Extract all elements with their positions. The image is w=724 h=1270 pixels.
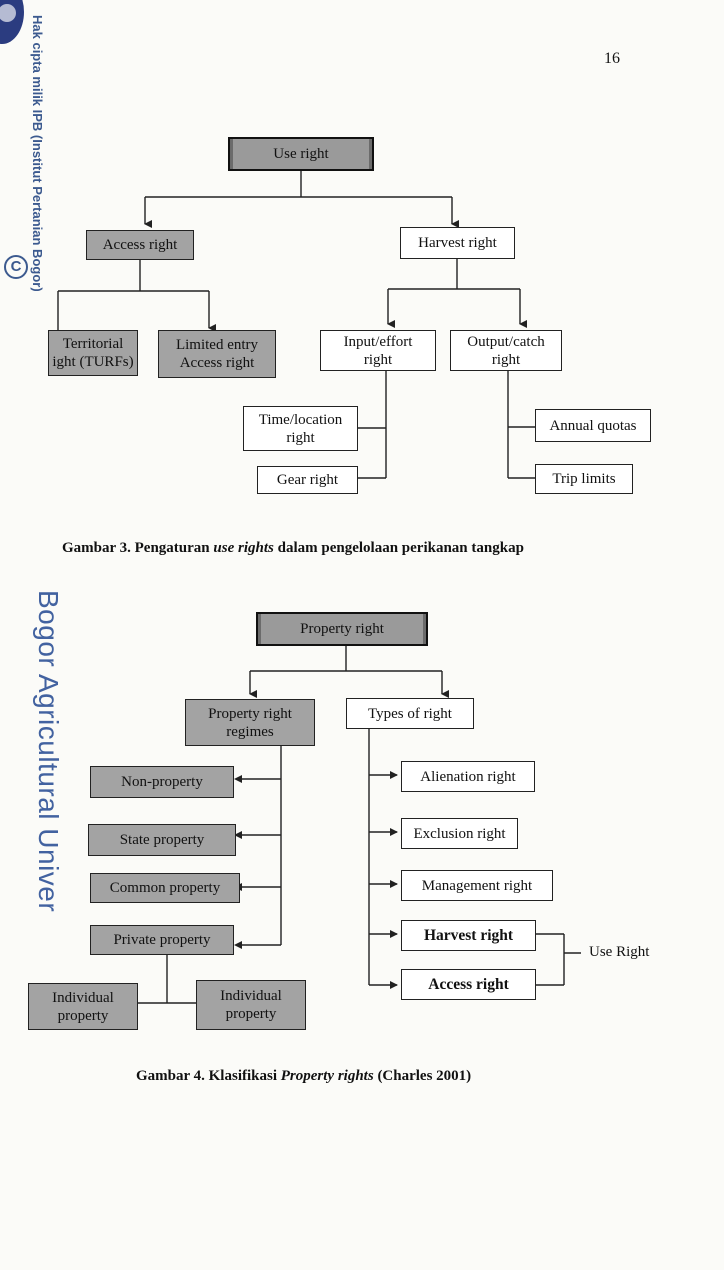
- time-location-label-line2: right: [286, 429, 315, 446]
- output-catch-label-line1: Output/catch: [467, 333, 545, 350]
- gear-right-node: Gear right: [257, 466, 358, 494]
- property-regimes-label-line2: regimes: [226, 723, 274, 740]
- individual-property-b-line2: property: [225, 1006, 277, 1022]
- diagram-connectors: [57, 170, 581, 1004]
- figure4-caption: Gambar 4. Klasifikasi Property rights (C…: [136, 1068, 471, 1085]
- harvest-right-label-fig4: Harvest right: [423, 926, 514, 944]
- alienation-right-node: Alienation right: [401, 761, 535, 792]
- territorial-right-node: Territorial ight (TURFs): [48, 330, 138, 376]
- figure3-caption-suffix: dalam pengelolaan perikanan tangkap: [277, 540, 524, 556]
- property-right-label: Property right: [261, 614, 423, 644]
- output-catch-node: Output/catch right: [450, 330, 562, 371]
- input-effort-label-line1: Input/effort: [343, 333, 413, 350]
- types-of-right-label: Types of right: [368, 705, 452, 722]
- gear-right-label: Gear right: [276, 472, 339, 488]
- limited-entry-label-line2: Access right: [179, 355, 255, 371]
- individual-property-node-b: Individual property: [196, 980, 306, 1030]
- harvest-right-label: Harvest right: [418, 235, 497, 251]
- trip-limits-label: Trip limits: [552, 471, 616, 487]
- output-catch-label-line2: right: [491, 351, 521, 368]
- figure4-caption-italic: Property rights: [280, 1068, 374, 1084]
- time-location-label-line1: Time/location: [258, 411, 343, 428]
- exclusion-right-label: Exclusion right: [413, 825, 506, 842]
- copyright-icon: C: [4, 255, 28, 279]
- territorial-label-line2: ight (TURFs): [52, 354, 134, 370]
- property-regimes-node: Property right regimes: [185, 699, 315, 746]
- common-property-node: Common property: [90, 873, 240, 903]
- access-right-label: Access right: [102, 237, 178, 253]
- non-property-node: Non-property: [90, 766, 234, 798]
- limited-entry-label-line1: Limited entry: [175, 337, 259, 353]
- management-right-label: Management right: [421, 877, 533, 894]
- figure4-caption-prefix: Gambar 4. Klasifikasi: [136, 1068, 277, 1084]
- use-right-bracket-label: Use Right: [589, 944, 650, 960]
- figure3-caption: Gambar 3. Pengaturan use rights dalam pe…: [62, 540, 524, 557]
- territorial-label-line1: Territorial: [62, 336, 124, 352]
- page-number: 16: [604, 50, 620, 67]
- use-right-node: Use right: [228, 137, 374, 171]
- harvest-right-node-fig4: Harvest right: [401, 920, 536, 951]
- figure4-caption-suffix: (Charles 2001): [377, 1068, 472, 1084]
- figure3-caption-italic: use rights: [213, 540, 274, 556]
- individual-property-node-a: Individual property: [28, 983, 138, 1030]
- individual-property-a-line1: Individual: [52, 989, 114, 1006]
- time-location-node: Time/location right: [243, 406, 358, 451]
- state-property-label: State property: [119, 832, 205, 848]
- trip-limits-node: Trip limits: [535, 464, 633, 494]
- access-right-label-fig4: Access right: [428, 975, 509, 993]
- types-of-right-node: Types of right: [346, 698, 474, 729]
- input-effort-label-line2: right: [363, 351, 393, 368]
- non-property-label: Non-property: [121, 774, 203, 790]
- exclusion-right-node: Exclusion right: [401, 818, 518, 849]
- state-property-node: State property: [88, 824, 236, 856]
- management-right-node: Management right: [401, 870, 553, 901]
- use-right-label: Use right: [233, 139, 369, 169]
- ipb-logo: [0, 0, 24, 44]
- access-right-node: Access right: [86, 230, 194, 260]
- individual-property-a-line2: property: [57, 1007, 109, 1024]
- annual-quotas-node: Annual quotas: [535, 409, 651, 442]
- property-right-node: Property right: [256, 612, 428, 646]
- access-right-node-fig4: Access right: [401, 969, 536, 1000]
- input-effort-node: Input/effort right: [320, 330, 436, 371]
- individual-property-b-line1: Individual: [220, 988, 282, 1004]
- harvest-right-node: Harvest right: [400, 227, 515, 259]
- common-property-label: Common property: [109, 880, 221, 896]
- limited-entry-node: Limited entry Access right: [158, 330, 276, 378]
- private-property-node: Private property: [90, 925, 234, 955]
- alienation-right-label: Alienation right: [420, 768, 516, 785]
- annual-quotas-label: Annual quotas: [549, 417, 637, 434]
- property-regimes-label-line1: Property right: [208, 705, 292, 722]
- figure3-caption-prefix: Gambar 3. Pengaturan: [62, 540, 210, 556]
- private-property-label: Private property: [113, 932, 211, 948]
